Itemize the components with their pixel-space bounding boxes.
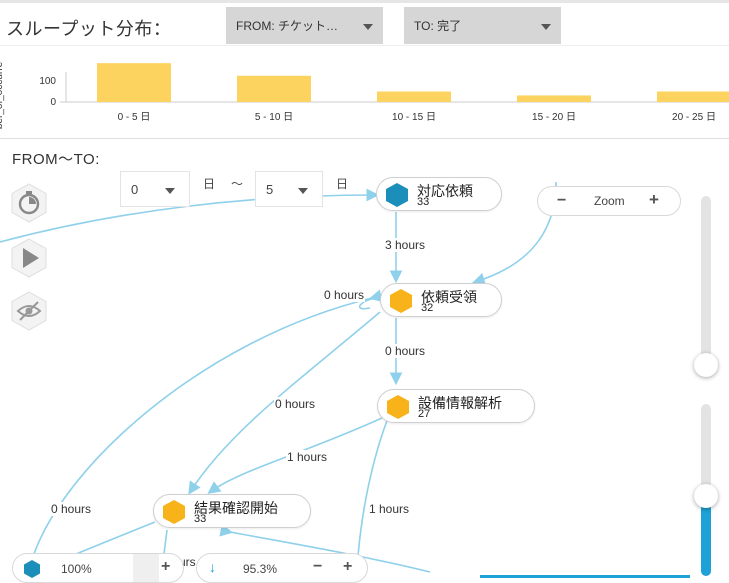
edge-label: 0 hours: [50, 502, 93, 516]
edge-analysis-down: [357, 417, 389, 557]
node-count: 33: [417, 196, 430, 208]
node-name: 依頼受領: [421, 289, 477, 305]
hide-button[interactable]: [10, 290, 48, 332]
to-select-value: TO: 完了: [414, 19, 462, 33]
node-count: 32: [421, 302, 434, 314]
active-tab-indicator: [480, 575, 690, 578]
path-minus-button[interactable]: −: [313, 558, 323, 575]
histogram-bar: [97, 63, 171, 102]
play-icon: [11, 238, 47, 278]
chevron-down-icon: [541, 24, 551, 30]
node-request[interactable]: 対応依頼 33: [376, 177, 502, 211]
node-count: 33: [194, 513, 207, 525]
path-percent-value: 95.3%: [243, 562, 278, 576]
edge-bottom-right: [219, 523, 431, 573]
histogram-bar: [377, 91, 451, 102]
play-button[interactable]: [10, 237, 48, 279]
hexagon-icon: [386, 183, 408, 207]
from-select-value: FROM: チケット…: [236, 19, 338, 33]
stopwatch-icon: [11, 183, 47, 223]
chevron-down-icon: [298, 188, 308, 194]
histogram-tick-label: 10 - 15 日: [392, 112, 436, 123]
y-tick-label-100: 100: [39, 76, 56, 87]
range-from-value: 0: [131, 182, 139, 197]
edge-label: 1 hours: [368, 502, 411, 516]
path-slider-fill: [701, 496, 711, 576]
path-percent-control: ↓ 95.3% − +: [196, 553, 368, 583]
top-divider: [0, 0, 729, 3]
chevron-down-icon: [165, 188, 175, 194]
range-separator: 〜: [231, 177, 244, 191]
hexagon-icon: [24, 560, 40, 578]
edge-analysis-to-confirm: [207, 417, 383, 494]
activity-minus-button[interactable]: [133, 554, 159, 582]
throughput-header: スループット分布： FROM: チケット… TO: 完了: [0, 3, 729, 45]
edge-label: 0 hours: [274, 397, 317, 411]
path-plus-button[interactable]: +: [343, 558, 353, 575]
range-unit-label: 日: [203, 177, 216, 191]
edge-label: 0 hours: [384, 344, 427, 358]
stopwatch-button[interactable]: [10, 182, 48, 224]
range-to-value: 5: [266, 182, 274, 197]
histogram-tick-label: 0 - 5 日: [118, 112, 151, 123]
histogram-bar: [237, 75, 311, 102]
zoom-in-button[interactable]: +: [649, 190, 659, 209]
edge-left-loop: [31, 289, 383, 561]
node-name: 結果確認開始: [194, 500, 278, 516]
histogram-tick-label: 5 - 10 日: [255, 112, 293, 123]
node-analysis[interactable]: 設備情報解析 27: [377, 389, 535, 423]
from-select[interactable]: FROM: チケット…: [226, 7, 383, 44]
hexagon-icon: [163, 500, 185, 524]
range-unit-label: 日: [336, 177, 349, 191]
hexagon-icon: [387, 395, 409, 419]
edge-label: 1 hours: [286, 450, 329, 464]
node-name: 対応依頼: [417, 183, 473, 199]
activity-slider-thumb[interactable]: [694, 353, 718, 377]
section-title: FROM〜TO:: [12, 151, 100, 168]
activity-plus-button[interactable]: +: [161, 558, 171, 575]
histogram-bar: [657, 91, 729, 102]
node-confirm-start[interactable]: 結果確認開始 33: [153, 494, 311, 528]
arrow-down-icon: ↓: [209, 559, 216, 575]
page-title: スループット分布：: [6, 19, 172, 39]
node-count: 27: [418, 408, 431, 420]
activity-percent-value: 100%: [61, 562, 92, 576]
range-from-select[interactable]: 0: [120, 171, 190, 207]
histogram-tick-label: 20 - 25 日: [672, 112, 716, 123]
eye-slash-icon: [11, 291, 47, 331]
zoom-out-button[interactable]: −: [557, 192, 567, 209]
histogram-chart: 100 0 0 - 5 日 5 - 10 日 10 - 15 日 15 - 20 日 2…: [39, 63, 729, 123]
histogram-tick-label: 15 - 20 日: [532, 112, 576, 123]
edge-received-to-confirm: [188, 311, 381, 495]
edge-label: 3 hours: [384, 238, 427, 252]
edge-label: 0 hours: [323, 288, 366, 302]
range-to-select[interactable]: 5: [255, 171, 323, 207]
hexagon-icon: [390, 289, 412, 313]
y-tick-label-0: 0: [50, 97, 56, 108]
activity-percent-control: 100% +: [12, 553, 184, 583]
histogram-bar: [517, 95, 591, 102]
zoom-control: − Zoom +: [537, 186, 681, 216]
path-slider-thumb[interactable]: [694, 484, 718, 508]
node-name: 設備情報解析: [418, 395, 502, 411]
to-select[interactable]: TO: 完了: [404, 7, 561, 44]
activity-slider-track[interactable]: [701, 196, 711, 368]
node-received[interactable]: 依頼受領 32: [380, 283, 502, 317]
zoom-label: Zoom: [594, 194, 625, 208]
chevron-down-icon: [363, 24, 373, 30]
